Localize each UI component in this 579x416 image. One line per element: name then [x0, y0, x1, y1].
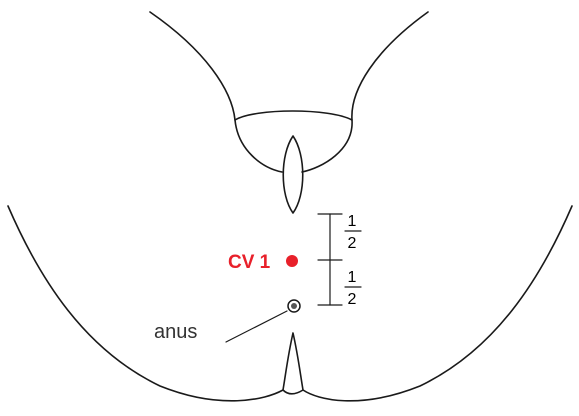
- upper-fraction-denominator: 2: [348, 235, 357, 252]
- anus-center: [291, 303, 297, 309]
- gluteal-cleft: [282, 332, 304, 395]
- left-buttock-outline: [7, 205, 284, 402]
- left-thigh-outline: [149, 11, 283, 173]
- anus-leader-line: [225, 310, 288, 343]
- cv1-label: CV 1: [228, 252, 271, 273]
- right-thigh-outline: [301, 11, 429, 173]
- anus-outline: [287, 299, 301, 313]
- lower-fraction-denominator: 2: [348, 291, 357, 308]
- vulva-outline: [282, 135, 304, 214]
- anus-label: anus: [154, 321, 197, 343]
- upper-fraction-numerator: 1: [348, 213, 357, 230]
- cv1-point-marker: [286, 255, 298, 267]
- lower-fraction-numerator: 1: [348, 269, 357, 286]
- right-buttock-outline: [302, 205, 573, 402]
- inguinal-crease: [234, 110, 353, 121]
